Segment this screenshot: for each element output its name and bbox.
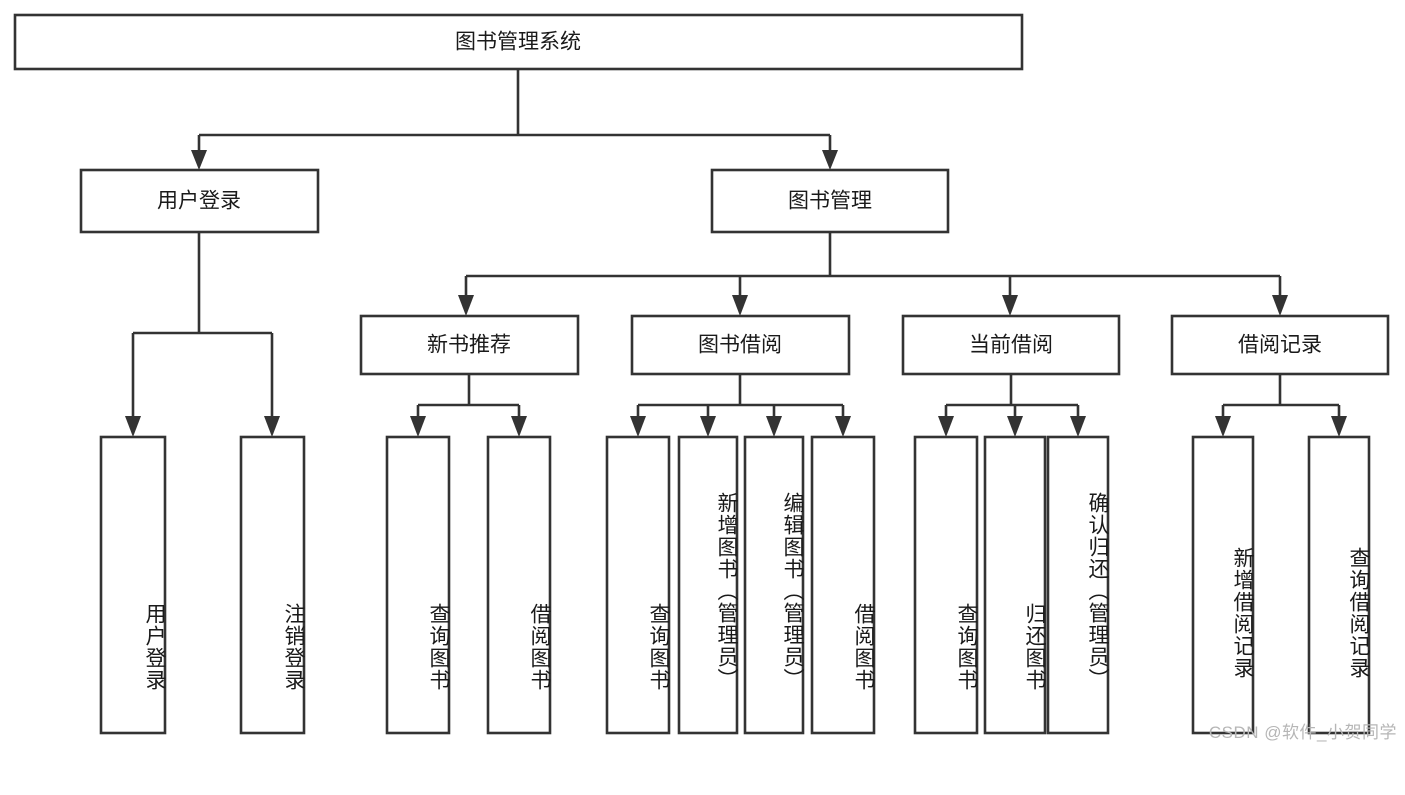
arrow-head-leaf-query-record [1331, 416, 1347, 437]
node-book-borrow-box[interactable] [630, 314, 851, 376]
node-root-label: 图书管理系统 [455, 31, 581, 54]
arrow-head-leaf-borrow-book-2 [835, 416, 851, 437]
connector-group-new-book-recommend-to-leaves [410, 374, 527, 437]
node-leaf-add-record-box[interactable] [1191, 435, 1255, 735]
arrow-head-book-borrow [732, 295, 748, 316]
node-borrow-record[interactable]: 借阅记录 [1170, 314, 1390, 376]
node-book-management[interactable]: 图书管理 [710, 168, 950, 234]
node-user-login-label: 用户登录 [157, 190, 241, 213]
node-current-borrow-label: 当前借阅 [969, 334, 1053, 357]
node-leaf-query-book-2-box[interactable] [605, 435, 671, 735]
node-user-login[interactable]: 用户登录 [79, 168, 320, 234]
connector-group-user-login-to-leaves [125, 232, 280, 437]
node-leaf-query-record-box[interactable] [1307, 435, 1371, 735]
node-new-book-recommend[interactable]: 新书推荐 [359, 314, 580, 376]
arrow-head-leaf-add-book [700, 416, 716, 437]
node-root-box[interactable] [13, 13, 1024, 71]
node-book-borrow[interactable]: 图书借阅 [630, 314, 851, 376]
arrow-head-leaf-query-book-1 [410, 416, 426, 437]
flowchart-canvas: 图书管理系统 用户登录 图书管理 新书推荐 图书借阅 当前借阅 借阅记录 [13, 13, 1397, 742]
node-leaf-confirm-return-box[interactable] [1046, 435, 1110, 735]
node-leaf-user-logout-box[interactable] [239, 435, 306, 735]
arrow-head-leaf-user-login [125, 416, 141, 437]
node-leaf-add-book-box[interactable] [677, 435, 739, 735]
node-leaf-user-login-box[interactable] [99, 435, 167, 735]
node-new-book-recommend-label: 新书推荐 [427, 334, 511, 357]
node-leaf-edit-book-box[interactable] [743, 435, 805, 735]
node-new-book-recommend-box[interactable] [359, 314, 580, 376]
arrow-head-current-borrow [1002, 295, 1018, 316]
connector-group-book-management-to-level3 [458, 232, 1288, 316]
arrow-head-new-book-recommend [458, 295, 474, 316]
connector-group-root-to-level2 [191, 69, 838, 170]
arrow-head-borrow-record [1272, 295, 1288, 316]
node-borrow-record-box[interactable] [1170, 314, 1390, 376]
node-user-login-box[interactable] [79, 168, 320, 234]
node-leaf-borrow-book-2-box[interactable] [810, 435, 876, 735]
node-root[interactable]: 图书管理系统 [13, 13, 1024, 71]
arrow-head-leaf-add-record [1215, 416, 1231, 437]
arrow-head-leaf-query-book-3 [938, 416, 954, 437]
flowchart-svg: 图书管理系统 用户登录 图书管理 新书推荐 图书借阅 当前借阅 借阅记录 [13, 13, 1390, 735]
arrow-head-user-login [191, 150, 207, 170]
connector-group-borrow-record-to-leaves [1215, 374, 1347, 437]
node-book-borrow-label: 图书借阅 [698, 334, 782, 357]
arrow-head-leaf-return-book [1007, 416, 1023, 437]
leaf-boxes [99, 435, 1371, 735]
node-current-borrow-box[interactable] [901, 314, 1121, 376]
node-leaf-borrow-book-1-box[interactable] [486, 435, 552, 735]
node-book-management-box[interactable] [710, 168, 950, 234]
arrow-head-leaf-borrow-book-1 [511, 416, 527, 437]
node-book-management-label: 图书管理 [788, 190, 872, 213]
node-current-borrow[interactable]: 当前借阅 [901, 314, 1121, 376]
csdn-watermark: CSDN @软件_小贺同学 [1208, 723, 1397, 742]
arrow-head-book-management [822, 150, 838, 170]
arrow-head-leaf-confirm-return [1070, 416, 1086, 437]
arrow-head-leaf-query-book-2 [630, 416, 646, 437]
node-leaf-query-book-1-box[interactable] [385, 435, 451, 735]
node-borrow-record-label: 借阅记录 [1238, 334, 1322, 357]
node-leaf-query-book-3-box[interactable] [913, 435, 979, 735]
node-leaf-return-book-box[interactable] [983, 435, 1047, 735]
arrow-head-leaf-edit-book [766, 416, 782, 437]
connector-group-current-borrow-to-leaves [938, 374, 1086, 437]
arrow-head-leaf-user-logout [264, 416, 280, 437]
connector-group-book-borrow-to-leaves [630, 374, 851, 437]
